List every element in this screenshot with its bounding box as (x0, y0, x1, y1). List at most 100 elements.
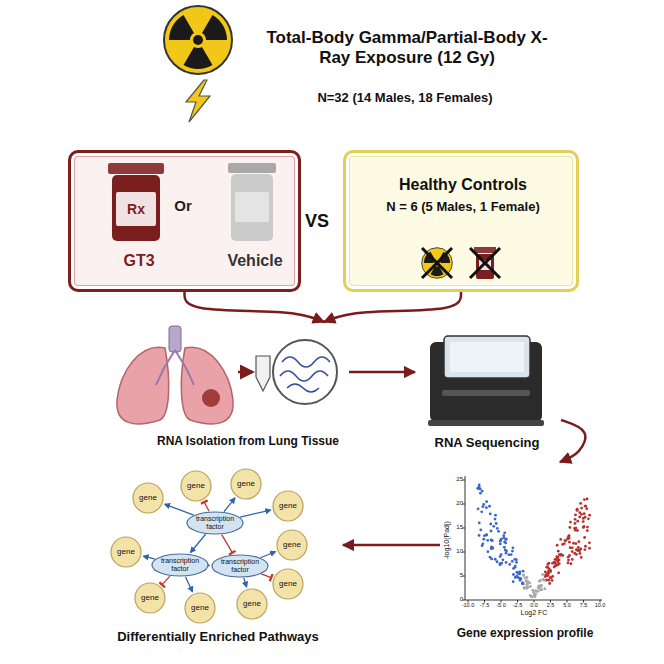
data-dot (567, 562, 570, 565)
network-link (240, 510, 270, 517)
data-dot (485, 500, 488, 503)
data-dot (505, 561, 508, 564)
data-dot (488, 505, 491, 508)
data-dot (497, 530, 500, 533)
data-dot (578, 516, 581, 519)
data-dot (550, 576, 553, 579)
data-dot (478, 522, 481, 525)
cross-mark (422, 248, 452, 278)
data-dot (584, 505, 587, 508)
node-text: Or (163, 197, 203, 215)
data-dot (554, 564, 557, 567)
data-dot (508, 563, 511, 566)
network-label: gene (113, 547, 139, 557)
step-arrow (238, 371, 252, 374)
data-dot (576, 549, 579, 552)
axis-label: 5 (447, 572, 463, 579)
data-dot (481, 542, 484, 545)
rna-circle (273, 340, 337, 404)
data-dot (551, 579, 554, 582)
data-dot (571, 550, 574, 553)
data-dot (489, 512, 492, 515)
network-label: gene (275, 579, 301, 589)
node-text: Vehicle (215, 251, 295, 270)
data-dot (480, 510, 483, 513)
network-label: gene (187, 603, 213, 613)
data-dot (522, 582, 525, 585)
annotation: VS (295, 211, 339, 233)
data-dot (588, 547, 591, 550)
gene-circle (185, 593, 215, 623)
node-text: RNA Isolation from Lung Tissue (153, 434, 343, 448)
tick (463, 504, 466, 505)
volcano-dots (477, 484, 592, 599)
data-dot (526, 579, 529, 582)
data-dot (490, 547, 493, 550)
data-dot (510, 553, 513, 556)
tick (534, 600, 535, 603)
data-dot (529, 585, 532, 588)
data-dot (542, 578, 545, 581)
data-dot (511, 560, 514, 563)
annotation: Rx (118, 201, 154, 218)
data-dot (569, 562, 572, 565)
network-link (144, 556, 156, 559)
data-dot (511, 550, 514, 553)
data-dot (574, 529, 577, 532)
data-dot (526, 580, 529, 583)
tick (463, 528, 466, 529)
data-dot (576, 508, 579, 511)
axis-label: -5.0 (492, 602, 510, 609)
axis-label: -log10(Padj) (443, 510, 451, 570)
network-label: transcription factor (156, 557, 204, 572)
data-dot (479, 492, 482, 495)
tick (550, 600, 551, 603)
data-dot (559, 554, 562, 557)
data-dot (567, 556, 570, 559)
network-label: transcription factor (216, 558, 264, 573)
data-dot (575, 542, 578, 545)
data-dot (526, 576, 529, 579)
data-dot (584, 545, 587, 548)
data-dot (563, 542, 566, 545)
data-dot (588, 541, 591, 544)
transcription-factor-oval (187, 512, 243, 534)
axis-label: 0 (447, 596, 463, 603)
data-dot (567, 559, 570, 562)
data-dot (521, 582, 524, 585)
gene-circle (273, 569, 303, 599)
flow-arrow (560, 420, 585, 462)
tick (463, 576, 466, 577)
gene-circle (237, 589, 267, 619)
data-dot (490, 547, 493, 550)
lightning-bolt (186, 80, 210, 122)
data-dot (566, 536, 569, 539)
tick (501, 600, 502, 603)
data-dot (523, 587, 526, 590)
data-dot (548, 582, 551, 585)
network-label: gene (275, 501, 301, 511)
data-dot (492, 525, 495, 528)
axis-label: 10.0 (591, 602, 609, 609)
data-dot (582, 526, 585, 529)
sequencer (428, 336, 544, 426)
data-dot (536, 590, 539, 593)
data-dot (571, 546, 574, 549)
data-dot (538, 586, 541, 589)
data-dot (574, 514, 577, 517)
data-dot (522, 570, 525, 573)
axis-label: -10.0 (459, 602, 477, 609)
data-dot (586, 526, 589, 529)
tick (567, 600, 568, 603)
node-text: GT3 (104, 251, 174, 270)
data-dot (582, 520, 585, 523)
data-dot (558, 553, 561, 556)
node-text: Gene expression profile (441, 626, 609, 640)
data-dot (515, 575, 518, 578)
data-dot (499, 540, 502, 543)
node-text: RNA Sequencing (419, 435, 555, 451)
network-link (260, 552, 275, 558)
data-dot (576, 520, 579, 523)
data-dot (495, 522, 498, 525)
